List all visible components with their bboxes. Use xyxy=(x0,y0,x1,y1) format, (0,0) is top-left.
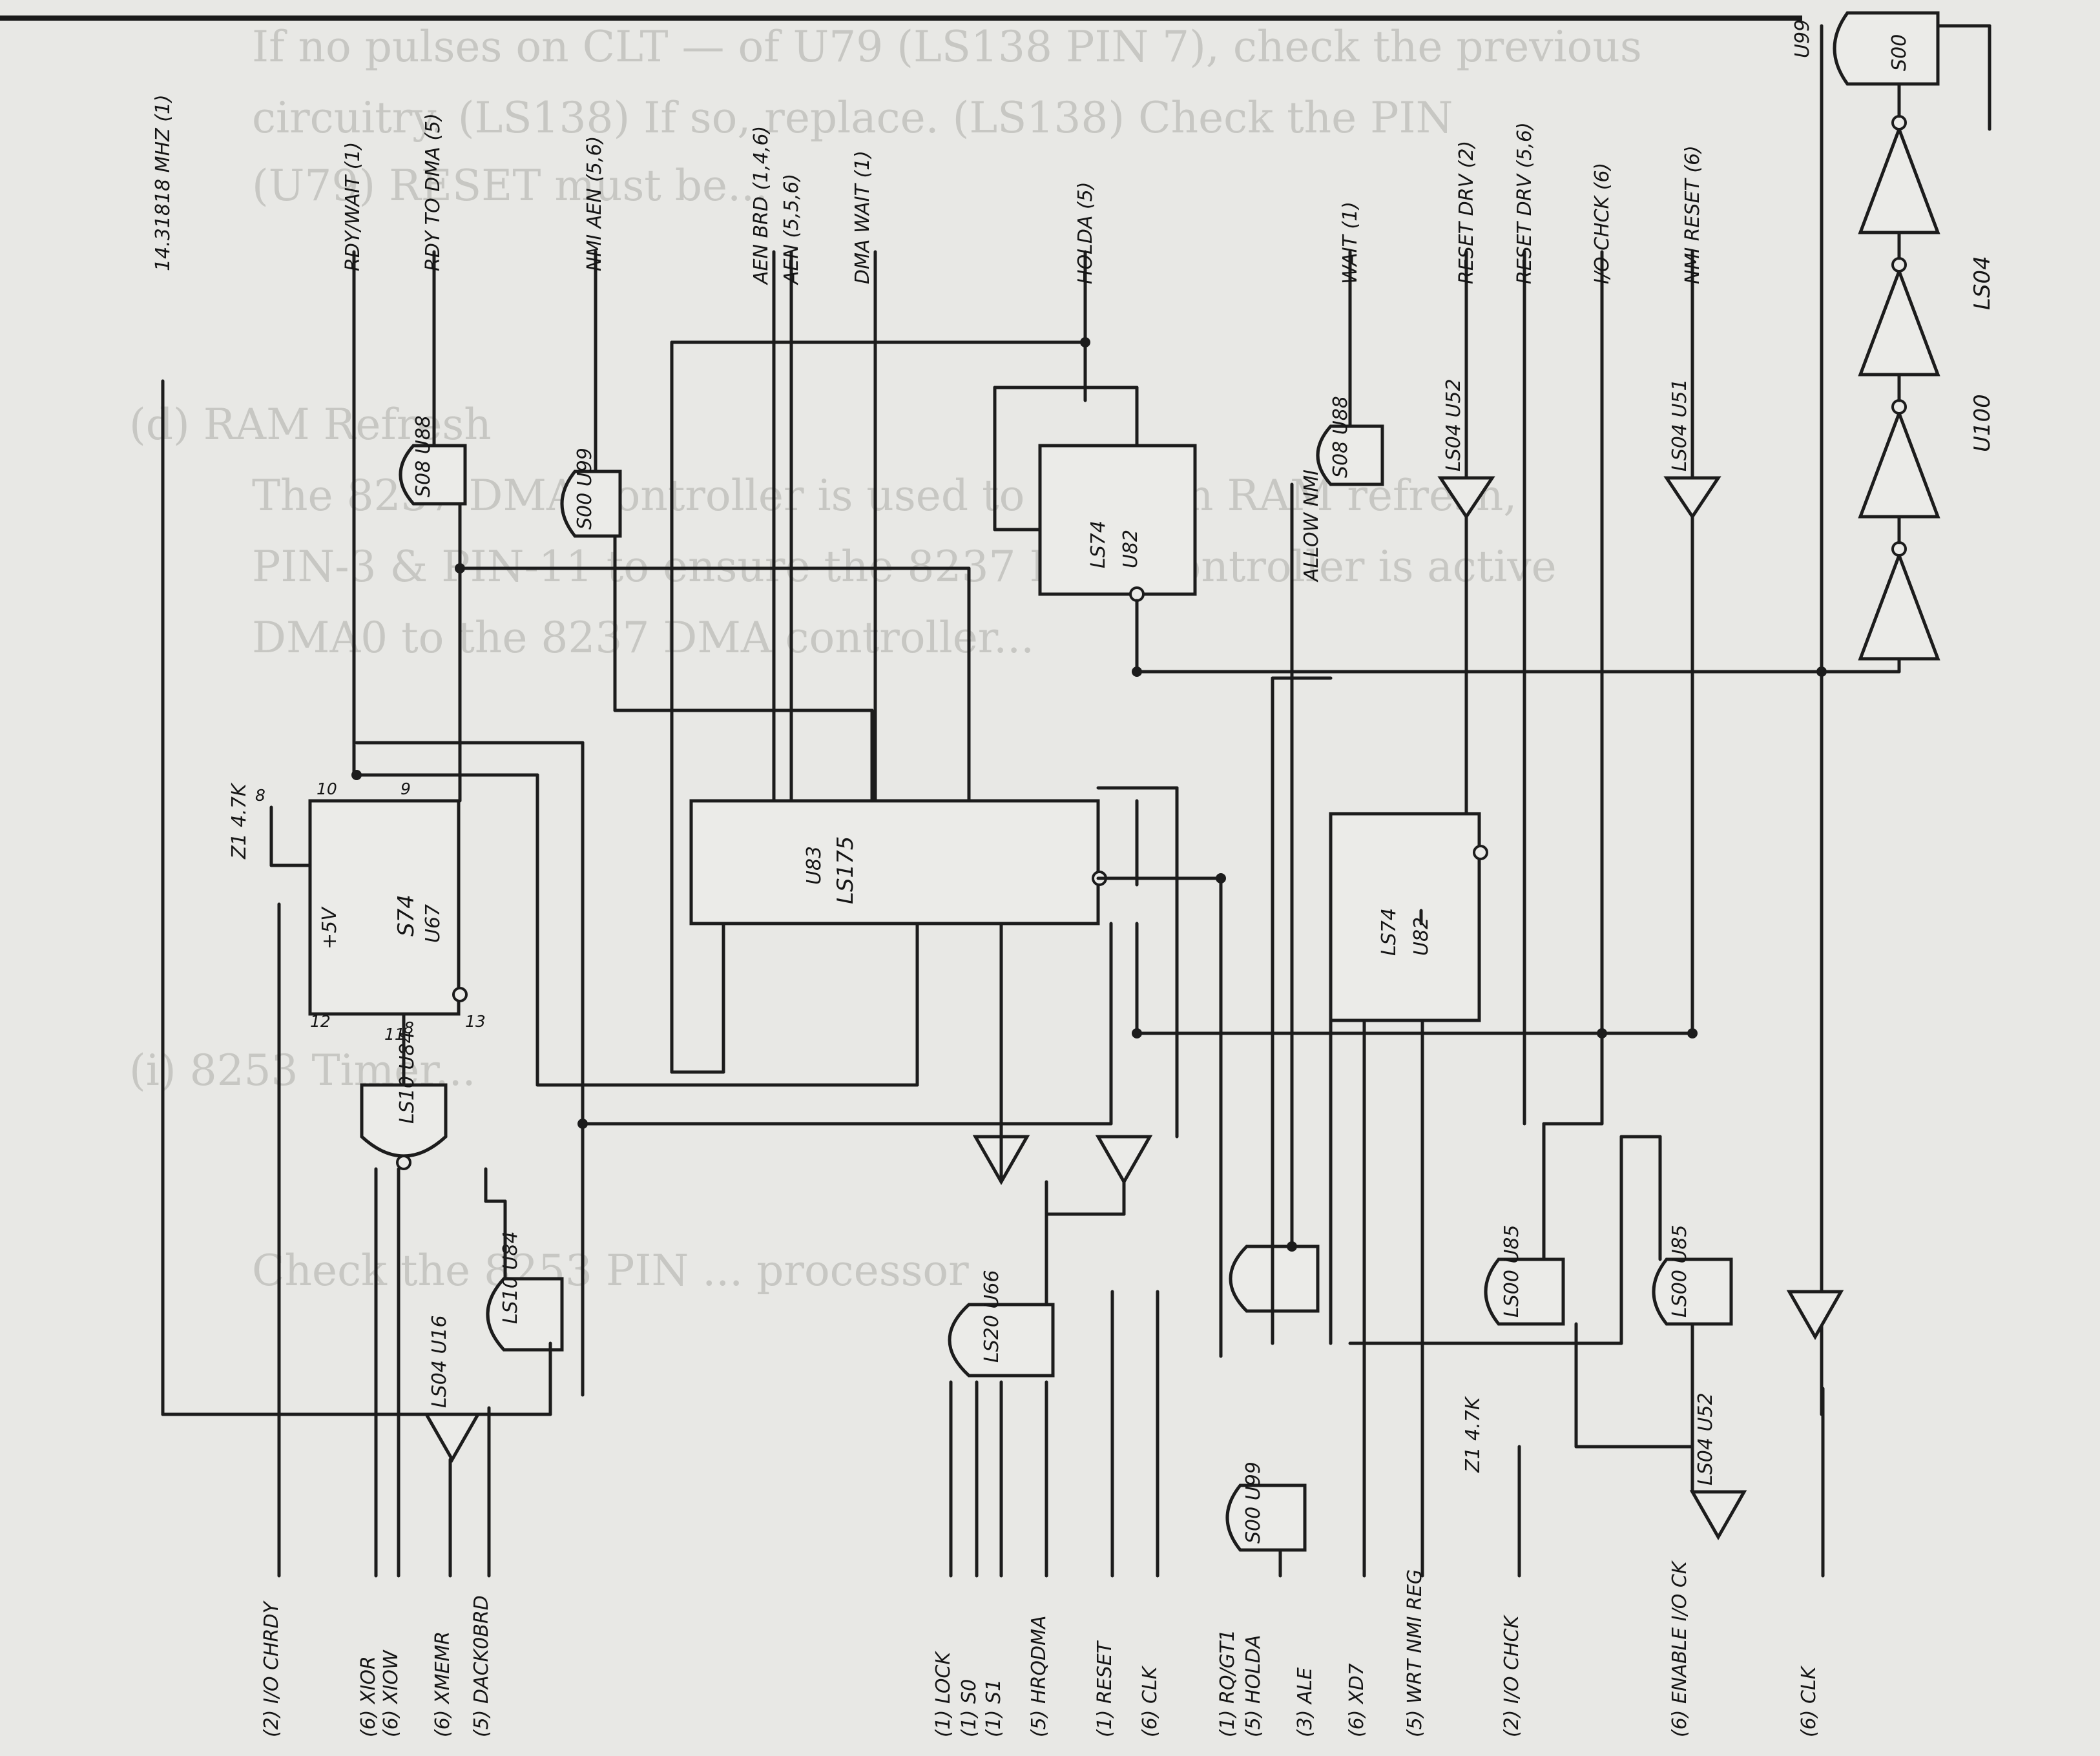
u88-s08: S08 U88 xyxy=(399,415,467,506)
label-nmi-reset: NMI RESET (6) xyxy=(1681,145,1704,284)
bg-line-9: Check the 8253 PIN ... processor xyxy=(252,1246,969,1296)
svg-text:8: 8 xyxy=(255,786,265,805)
u99b-label: S00 U99 xyxy=(574,448,596,530)
u85-label: LS00 U85 xyxy=(1501,1224,1523,1317)
bg-line-4: (d) RAM Refresh xyxy=(129,400,492,449)
label-nmi-ien: NMI AEN (5,6) xyxy=(583,136,606,271)
u82-ls74: LS74 U82 xyxy=(1038,444,1197,602)
u84-label: LS10 U84 xyxy=(396,1031,419,1124)
u82b-type: LS74 xyxy=(1378,908,1400,956)
label-clk1: (6) CLK xyxy=(1139,1665,1161,1737)
bg-line-2: circuitry. (LS138) If so, replace. (LS13… xyxy=(252,93,1453,143)
u84b-ls10: LS10 U84 xyxy=(486,1231,564,1352)
label-xiow: (6) XIOW xyxy=(380,1649,402,1737)
label-iochrdy: (2) I/O CHRDY xyxy=(260,1600,283,1737)
u82-type: LS74 xyxy=(1087,521,1110,568)
z1b-label: Z1 4.7K xyxy=(1462,1396,1484,1473)
u99-ref: U99 xyxy=(1791,19,1814,58)
u52-ls04: LS04 U52 xyxy=(1437,378,1495,520)
svg-text:13: 13 xyxy=(465,1012,486,1031)
svg-text:12: 12 xyxy=(310,1012,331,1031)
u99c-label: S00 U99 xyxy=(1242,1462,1265,1544)
u99-type: S00 xyxy=(1888,34,1911,71)
label-wait: WAIT (1) xyxy=(1339,201,1362,284)
label-reset: (1) RESET xyxy=(1094,1640,1116,1737)
svg-text:11: 11 xyxy=(384,1025,405,1044)
label-enable-io: (6) ENABLE I/O CK xyxy=(1669,1560,1691,1737)
u100-type: LS04 xyxy=(1970,256,1995,310)
interconnect-wires xyxy=(161,340,1824,1494)
u99c-s00: S00 U99 xyxy=(1225,1462,1307,1552)
label-iochck-in: (2) I/O CHCK xyxy=(1501,1614,1523,1737)
u52b-label: LS04 U52 xyxy=(1694,1392,1717,1485)
label-hold: (5) HOLDA xyxy=(1242,1635,1265,1737)
bg-line-3: (U79) RESET must be... xyxy=(252,161,768,211)
u83-ls175: LS175 U83 xyxy=(689,799,1107,925)
u52-label: LS04 U52 xyxy=(1442,378,1465,471)
u82b-ls74: LS74 U82 xyxy=(1329,812,1488,1022)
label-iochck-out: I/O CHCK (6) xyxy=(1591,163,1614,284)
u88b-label: S08 U88 xyxy=(1329,396,1352,478)
svg-text:9: 9 xyxy=(400,780,411,798)
label-ale: (3) ALE xyxy=(1294,1668,1316,1737)
label-rdy-wait: RDY/WAIT (1) xyxy=(342,142,364,271)
label-s0: (1) S0 xyxy=(958,1679,981,1737)
u99b-s00: S00 U99 xyxy=(560,448,622,538)
label-lock: (1) LOCK xyxy=(932,1651,955,1737)
u66-ls20: LS20 U66 xyxy=(948,1270,1055,1378)
u66-label: LS20 U66 xyxy=(981,1270,1003,1363)
u100-ls04: U100 LS04 xyxy=(1858,115,1995,661)
label-xior: (6) XIOR xyxy=(357,1656,380,1737)
u84-ls10: LS10 U84 xyxy=(360,1031,448,1170)
svg-text:8: 8 xyxy=(404,1018,414,1037)
u84b-label: LS10 U84 xyxy=(499,1231,522,1324)
label-aen-brd: AEN BRD (1,4,6) xyxy=(750,126,773,285)
bg-line-1: If no pulses on CLT — of U79 (LS138 PIN … xyxy=(252,22,1642,72)
junction-dots xyxy=(351,337,1827,1252)
right-signal-wires xyxy=(161,24,1824,1416)
svg-text:10: 10 xyxy=(317,780,337,798)
u99-s00: S00 U99 xyxy=(1791,11,1940,86)
label-holda: HOLDA (5) xyxy=(1074,181,1097,284)
u16-ls04: LS04 U16 xyxy=(423,1315,481,1463)
u16-label: LS04 U16 xyxy=(428,1315,451,1408)
u83-type: LS175 xyxy=(833,836,858,904)
u88-label: S08 U88 xyxy=(412,415,435,497)
u85-ls00: LS00 U85 xyxy=(1484,1224,1565,1326)
u51-ls04: LS04 U51 xyxy=(1663,378,1721,520)
label-xmemr: (6) XMEMR xyxy=(431,1631,454,1737)
label-xd7: (6) XD7 xyxy=(1346,1663,1368,1737)
right-labels: 14.31818 MHZ (1) RDY/WAIT (1) RDY TO DMA… xyxy=(152,94,1704,285)
label-wrtnmireg: (5) WRT NMI REG xyxy=(1404,1569,1426,1737)
left-labels: (2) I/O CHRDY (6) XIOR (6) XIOW (6) XMEM… xyxy=(260,1560,1820,1737)
u67-ref: U67 xyxy=(422,904,444,943)
u52b-ls04: LS04 U52 xyxy=(1689,1290,1844,1541)
label-s1: (1) S1 xyxy=(982,1679,1005,1737)
u51-label: LS04 U51 xyxy=(1669,378,1691,471)
label-rdytodma: RDY TO DMA (5) xyxy=(422,113,444,271)
u85b-label: LS00 U85 xyxy=(1669,1224,1691,1317)
plus5-label: +5V xyxy=(318,906,341,949)
label-rqgt: (1) RQ/GT1 xyxy=(1216,1629,1239,1737)
label-14mhz: 14.31818 MHZ (1) xyxy=(152,94,174,271)
u82-ref: U82 xyxy=(1119,530,1142,568)
allow-nmi-label: ALLOW NMI xyxy=(1300,470,1323,583)
bg-line-7: DMA0 to the 8237 DMA controller... xyxy=(252,613,1034,663)
label-dma-wait: DMA WAIT (1) xyxy=(851,150,874,284)
u100-ref: U100 xyxy=(1970,394,1995,452)
u83-ref: U83 xyxy=(803,846,826,885)
u67-s74: S74 U67 10 12 9 8 13 11 xyxy=(308,780,486,1044)
label-reset-drv: RESET DRV (2) xyxy=(1455,141,1478,284)
u85b-ls00: LS00 U85 xyxy=(1652,1224,1733,1326)
label-reset-drv2: RESET DRV (5,6) xyxy=(1513,122,1536,284)
u67-label: S74 xyxy=(393,894,419,936)
label-clk2: (6) CLK xyxy=(1798,1665,1820,1737)
label-dack0brd: (5) DACK0BRD xyxy=(470,1595,493,1737)
u88b-s08: S08 U88 xyxy=(1316,396,1384,486)
label-aen: AEN (5,5,6) xyxy=(780,174,803,285)
z1-label: Z1 4.7K xyxy=(228,782,251,860)
label-hrqdma: (5) HRQDMA xyxy=(1028,1615,1050,1737)
